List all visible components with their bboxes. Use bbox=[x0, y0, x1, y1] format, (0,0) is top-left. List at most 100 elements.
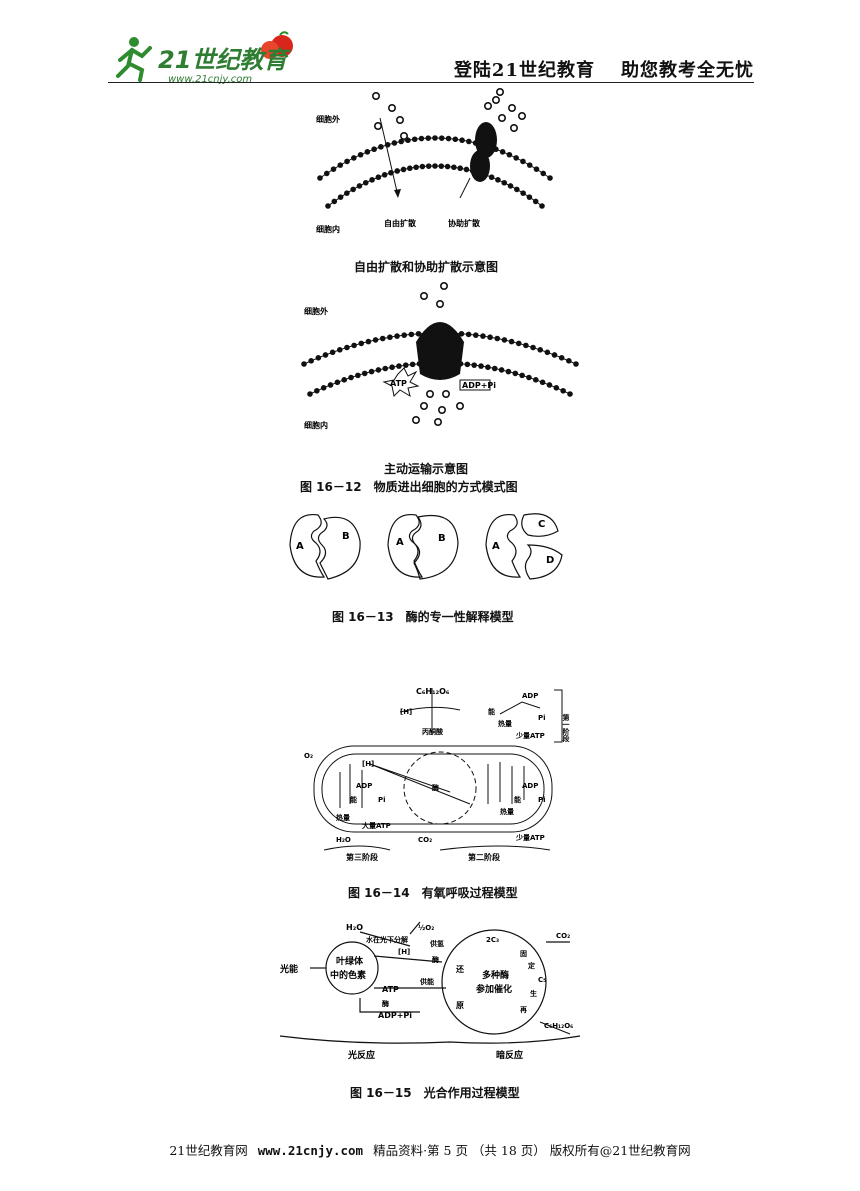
product-c bbox=[521, 513, 559, 537]
solute-molecule bbox=[426, 390, 435, 399]
solute-molecule bbox=[388, 103, 397, 112]
label-c: C bbox=[538, 519, 545, 530]
phospholipid-head bbox=[351, 155, 357, 161]
solute-molecule bbox=[492, 96, 501, 105]
phospholipid-head bbox=[463, 166, 470, 173]
solute-molecule bbox=[420, 292, 429, 301]
phospholipid-head bbox=[445, 135, 452, 142]
h2o-label: H₂O bbox=[336, 836, 351, 844]
phospholipid-head bbox=[523, 342, 529, 349]
solute-molecule bbox=[442, 390, 451, 399]
molecules bbox=[372, 88, 527, 140]
phospholipid-head bbox=[560, 388, 566, 394]
phospholipid-head bbox=[452, 136, 459, 143]
figure-16-12-caption: 图 16－12 物质进出细胞的方式模式图 bbox=[300, 480, 518, 494]
logo-url: www.21cnjy.com bbox=[168, 74, 252, 85]
solute-molecule bbox=[518, 111, 527, 120]
phospholipid-head bbox=[532, 198, 539, 205]
phospholipid-head bbox=[308, 358, 314, 364]
phospholipid-head bbox=[498, 367, 505, 373]
logo-text: 21世纪教育 bbox=[158, 46, 291, 74]
footer-site[interactable]: www.21cnjy.com bbox=[257, 1143, 364, 1158]
active-transport-caption: 主动运输示意图 bbox=[384, 462, 469, 476]
multi-enzyme-label-2: 参加催化 bbox=[476, 983, 512, 995]
phospholipid-head bbox=[506, 151, 513, 158]
multi-enzyme-label-1: 多种酶 bbox=[482, 969, 509, 981]
stage3-label: 第三阶段 bbox=[346, 852, 378, 862]
figure-16-13-caption: 图 16－13 酶的专一性解释模型 bbox=[332, 610, 514, 624]
atp-label: ATP bbox=[390, 379, 407, 388]
phospholipid-head bbox=[369, 177, 375, 183]
phospholipid-head bbox=[350, 186, 356, 193]
solute-molecule bbox=[436, 299, 445, 308]
fix-label-2: 定 bbox=[528, 961, 535, 970]
adp-label-1: ADP bbox=[522, 692, 538, 700]
phospholipid-head bbox=[540, 170, 547, 177]
stage1-bracket bbox=[554, 689, 563, 743]
energy-label-2: 能 bbox=[350, 795, 357, 804]
phospholipid-heads bbox=[317, 135, 553, 209]
slogan-right: 助您教考全无忧 bbox=[621, 60, 754, 81]
c3-label: 2C₃ bbox=[486, 936, 499, 944]
mitochondrion-outer bbox=[313, 745, 553, 833]
phospholipid-head bbox=[514, 186, 520, 193]
phospholipid-head bbox=[547, 175, 553, 181]
phospholipid-head bbox=[553, 385, 560, 391]
pi-label-3: Pi bbox=[538, 796, 546, 804]
phospholipid-head bbox=[317, 175, 323, 181]
fix-label-1: 固 bbox=[520, 949, 527, 958]
phospholipid-head bbox=[526, 374, 532, 381]
phospholipid-head bbox=[415, 330, 422, 337]
label-a-2: A bbox=[396, 537, 404, 548]
label-b-1: B bbox=[342, 531, 350, 542]
phospholipid-head bbox=[539, 203, 545, 209]
phospholipid-head bbox=[495, 177, 501, 183]
phospholipid-head bbox=[329, 349, 336, 356]
apple-icon bbox=[261, 31, 293, 59]
phospholipid-head bbox=[459, 137, 465, 144]
phospholipid-head bbox=[532, 377, 539, 383]
phospholipid-head bbox=[344, 158, 350, 165]
atp-burst-icon bbox=[382, 367, 420, 398]
phospholipid-head bbox=[487, 334, 493, 341]
phospholipid-head bbox=[407, 165, 413, 172]
pump-protein bbox=[416, 322, 464, 380]
phospholipid-head bbox=[325, 203, 331, 209]
phospholipid-head bbox=[425, 135, 432, 141]
solute-molecule bbox=[374, 121, 383, 130]
membrane-bilayer bbox=[319, 137, 551, 207]
phospholipid-head bbox=[544, 349, 551, 356]
reaction-brackets bbox=[279, 1035, 581, 1044]
stage2-label: 第二阶段 bbox=[468, 852, 500, 862]
phospholipid-head bbox=[341, 377, 348, 383]
phospholipid-head bbox=[533, 166, 540, 172]
glucose-label: C₆H₁₂O₆ bbox=[416, 687, 450, 696]
solute-molecule bbox=[400, 131, 409, 140]
phospholipid-head bbox=[419, 163, 426, 170]
phospholipid-head bbox=[546, 382, 553, 388]
reduce-label-2: 原 bbox=[456, 1001, 464, 1010]
header-slogan: 登陆21世纪教育助您教考全无忧 bbox=[454, 56, 754, 82]
phospholipid-head bbox=[364, 149, 371, 155]
h-label-2: [H] bbox=[362, 760, 374, 768]
phospholipid-head bbox=[357, 151, 364, 158]
figure-16-15-caption: 图 16－15 光合作用过程模型 bbox=[350, 1086, 520, 1100]
phospholipid-head bbox=[322, 352, 329, 358]
dark-reaction-label: 暗反应 bbox=[496, 1049, 523, 1061]
heat-label-1: 热量 bbox=[498, 719, 512, 728]
phospholipid-head bbox=[526, 162, 533, 168]
phospholipid-head bbox=[378, 144, 384, 150]
pigment-circle bbox=[325, 941, 379, 995]
phospholipid-head bbox=[398, 138, 404, 145]
adp-return-arrow bbox=[359, 998, 420, 1013]
phospholipid-head bbox=[558, 355, 565, 361]
substrate-b-2 bbox=[411, 514, 459, 580]
phospholipid-head bbox=[537, 347, 544, 353]
solute-molecule bbox=[498, 113, 507, 122]
h-label-1: [H] bbox=[400, 708, 412, 716]
phospholipid-head bbox=[362, 179, 369, 186]
cristae-left bbox=[339, 764, 363, 808]
phospholipid-head bbox=[401, 332, 408, 338]
phospholipid-head bbox=[494, 335, 501, 342]
